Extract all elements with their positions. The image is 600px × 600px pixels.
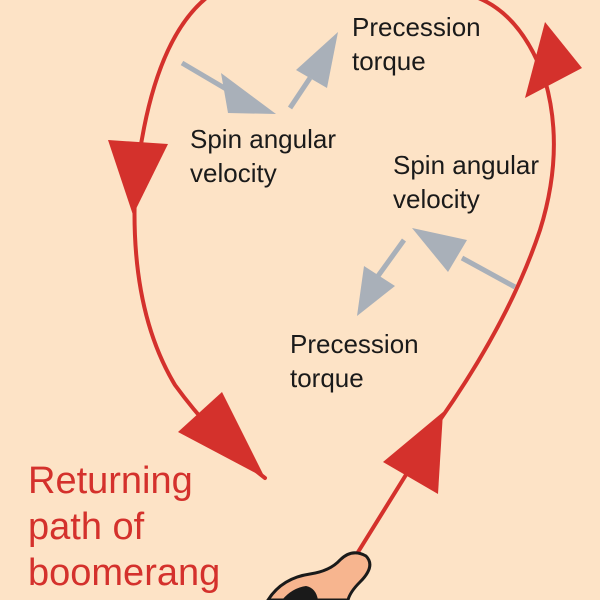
- returning-path-caption: Returning path of boomerang: [28, 460, 221, 594]
- precession-torque-label-top: Precession torque: [352, 12, 481, 76]
- spin-angular-velocity-label-right: Spin angular velocity: [393, 150, 539, 214]
- spin-angular-velocity-label-left: Spin angular velocity: [190, 124, 336, 188]
- spin-velocity-arrowhead-top: [221, 73, 276, 114]
- path-arrowhead-left-down: [108, 140, 168, 215]
- spin-velocity-arrowhead-bottom: [412, 228, 467, 272]
- spin-velocity-arrow-shaft-bottom: [460, 255, 517, 290]
- precession-torque-arrow-shaft-bottom: [375, 238, 407, 278]
- path-arrowhead-bottom-return: [178, 392, 265, 478]
- precession-torque-label-bottom: Precession torque: [290, 329, 419, 393]
- precession-torque-arrowhead-bottom: [357, 266, 395, 316]
- path-arrowhead-launch: [383, 412, 443, 494]
- path-arrowhead-right-up: [525, 22, 582, 98]
- boomerang-path: [132, 0, 556, 567]
- precession-torque-arrow-shaft-top: [287, 76, 313, 110]
- hand-icon: [266, 551, 372, 600]
- precession-torque-arrowhead-top: [296, 32, 338, 88]
